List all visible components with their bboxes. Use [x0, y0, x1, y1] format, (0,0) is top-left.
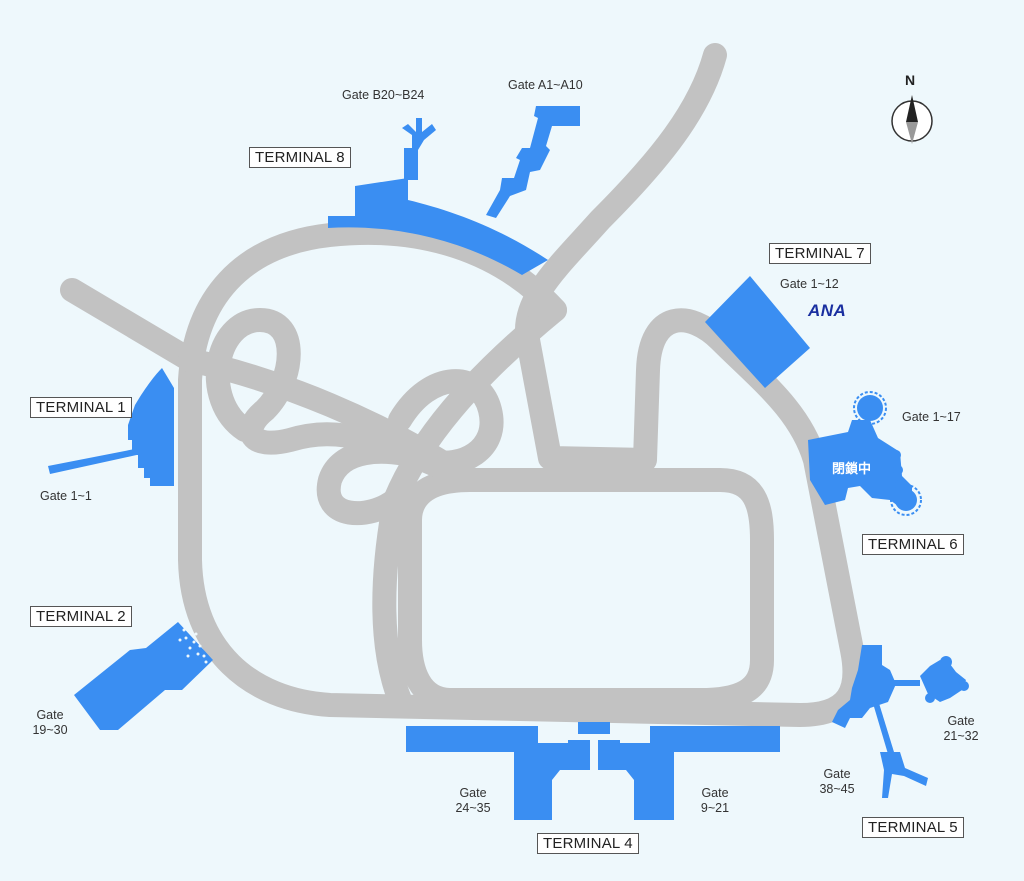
terminal-7-label[interactable]: TERMINAL 7 — [769, 243, 871, 264]
terminal-7-gates: Gate 1~12 — [780, 277, 839, 291]
terminal-5-gates-a-line1: Gate — [947, 714, 975, 728]
terminal-6-building[interactable] — [808, 395, 917, 511]
terminal-1-building[interactable] — [48, 368, 174, 486]
road-loop-west — [205, 308, 482, 492]
terminal-4-gates-west: Gate 24~35 — [450, 786, 496, 816]
terminal-8-label[interactable]: TERMINAL 8 — [249, 147, 351, 168]
terminal-2-label[interactable]: TERMINAL 2 — [30, 606, 132, 627]
ana-airline-logo: ANA — [808, 301, 847, 320]
compass-icon — [891, 95, 933, 144]
road-network — [60, 43, 867, 727]
terminal-4-building[interactable] — [406, 722, 780, 820]
terminal-5-gates-b: Gate 38~45 — [814, 767, 860, 797]
compass-north-label: N — [905, 72, 916, 88]
terminal-4-label[interactable]: TERMINAL 4 — [537, 833, 639, 854]
terminal-7-building[interactable] — [705, 276, 810, 388]
terminal-1-label[interactable]: TERMINAL 1 — [30, 397, 132, 418]
road-west-spur — [60, 278, 202, 372]
terminal-2-gates: Gate 19~30 — [28, 708, 72, 738]
terminal-5-gates-b-line2: 38~45 — [819, 782, 855, 796]
terminal-2-gates-line1: Gate — [36, 708, 64, 722]
road-diagonal — [383, 298, 567, 512]
terminal-4-gates-east-line1: Gate — [701, 786, 729, 800]
terminal-5-gates-a-line2: 21~32 — [943, 729, 979, 743]
road-inner-box — [398, 468, 774, 712]
terminal-6-dashed-outline — [853, 391, 922, 516]
terminal-6-gates: Gate 1~17 — [902, 410, 961, 424]
terminal-6-label[interactable]: TERMINAL 6 — [862, 534, 964, 555]
terminal-6-status: 閉鎖中 — [832, 462, 872, 477]
terminal-4-gates-west-line1: Gate — [459, 786, 487, 800]
terminal-8-gates-b: Gate B20~B24 — [342, 88, 425, 102]
terminal-4-gates-west-line2: 24~35 — [455, 801, 491, 815]
terminal-4-gates-east: Gate 9~21 — [692, 786, 738, 816]
terminal-1-gates: Gate 1~1 — [40, 489, 92, 503]
terminal-8-gates-a: Gate A1~A10 — [508, 78, 583, 92]
terminal-5-label[interactable]: TERMINAL 5 — [862, 817, 964, 838]
terminal-8-building[interactable] — [328, 106, 580, 275]
terminal-2-hatch — [178, 626, 208, 664]
terminal-2-building[interactable] — [74, 622, 213, 730]
terminal-5-building[interactable] — [832, 645, 969, 798]
terminal-5-gates-b-line1: Gate — [823, 767, 851, 781]
road-west-curve — [372, 488, 412, 712]
terminal-2-gates-line2: 19~30 — [32, 723, 68, 737]
road-outer-loop — [178, 43, 867, 727]
terminal-5-gates-a: Gate 21~32 — [938, 714, 984, 744]
terminal-4-gates-east-line2: 9~21 — [700, 801, 730, 815]
